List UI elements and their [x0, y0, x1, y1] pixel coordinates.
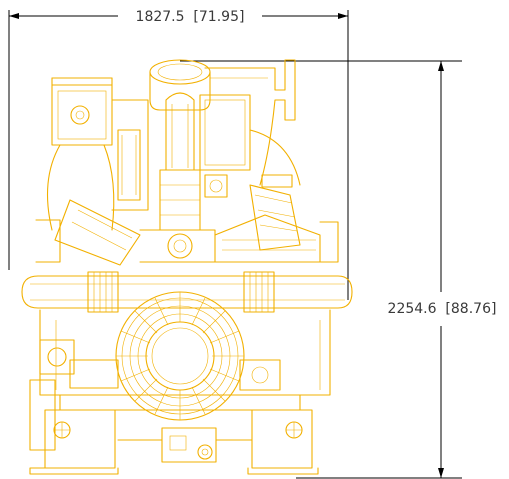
- height-arrow-bottom: [438, 468, 444, 478]
- right-cylinder-bank: [214, 214, 339, 263]
- height-dimension: 2254.6 [88.76]: [180, 60, 497, 479]
- right-exhaust-elbow: [199, 59, 301, 251]
- height-arrow-top: [438, 61, 444, 71]
- engine-block: [29, 309, 331, 451]
- width-dimension: 1827.5 [71.95]: [8, 9, 349, 300]
- left-cylinder-bank: [35, 199, 216, 266]
- left-intake-housing: [46, 77, 149, 231]
- width-arrow-left: [9, 13, 19, 19]
- engine-outline: [21, 59, 353, 475]
- vibration-damper: [115, 291, 245, 421]
- width-arrow-right: [338, 13, 348, 19]
- turbocharger-assembly: [149, 59, 211, 231]
- height-dimension-label: 2254.6 [88.76]: [388, 301, 497, 317]
- engine-base-mounts: [29, 394, 319, 475]
- width-dimension-label: 1827.5 [71.95]: [136, 9, 245, 25]
- charge-air-manifold: [21, 271, 353, 313]
